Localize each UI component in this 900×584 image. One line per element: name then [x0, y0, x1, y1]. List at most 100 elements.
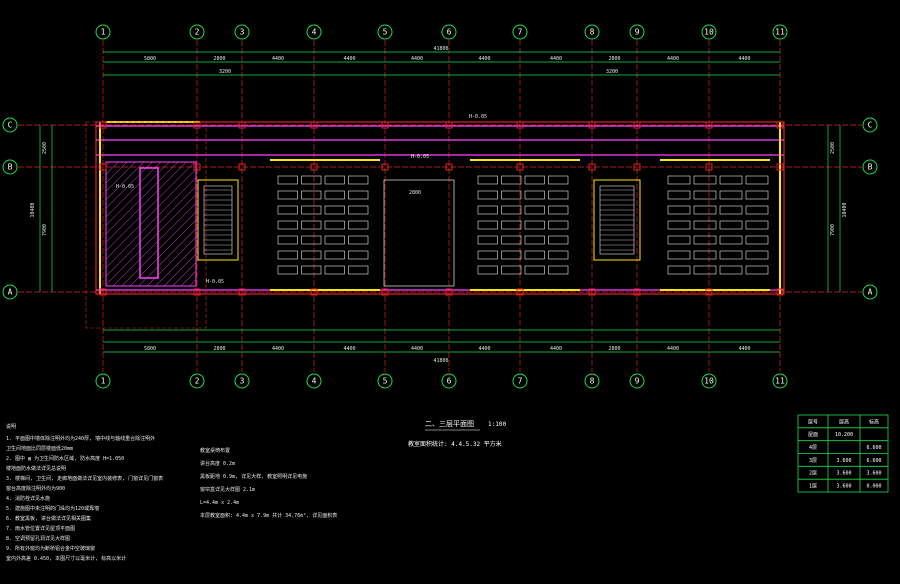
desk [719, 220, 743, 230]
column [588, 163, 596, 171]
top-span-dim: 4400 [411, 56, 423, 62]
column [381, 121, 389, 129]
notes-block: 说明 [6, 423, 16, 430]
desk [693, 265, 717, 275]
axis-bubble-label: 10 [704, 377, 714, 386]
axis-bubble-label: 3 [240, 377, 245, 386]
desk [501, 175, 522, 185]
top-span-dim: 4400 [667, 56, 679, 62]
desk [477, 175, 498, 185]
column [588, 288, 596, 296]
desk [301, 220, 322, 230]
column [193, 163, 201, 171]
desk [324, 220, 345, 230]
note-line: 9. 所有外窗均为断桥铝合金中空玻璃窗 [6, 545, 95, 552]
structural-columns [99, 121, 784, 296]
right-part-dim-2: 7900 [830, 224, 836, 236]
top-span-dim: 2800 [608, 56, 620, 62]
desk [745, 235, 769, 245]
desk [745, 175, 769, 185]
axis-bubble-circle [629, 373, 645, 389]
axis-bubble-circle [441, 373, 457, 389]
desk [524, 265, 545, 275]
top-span-dim: 2800 [213, 56, 225, 62]
column [445, 288, 453, 296]
column [99, 163, 107, 171]
desk [301, 265, 322, 275]
toilet-area [85, 121, 207, 329]
bottom-span-dim: 4400 [550, 346, 562, 352]
desk [719, 190, 743, 200]
axis-bubble-circle [701, 373, 717, 389]
note-line: 室内外高差 0.450, 本图尺寸以毫米计, 标高以米计 [6, 555, 126, 562]
desk [524, 175, 545, 185]
axis-bubble-label: 2 [195, 28, 200, 37]
desk [719, 265, 743, 275]
elevation-label-3: H-0.05 [411, 154, 429, 160]
desk [548, 235, 569, 245]
stair-elevation-label: H-0.05 [206, 279, 224, 285]
desk [745, 190, 769, 200]
desk [501, 235, 522, 245]
desk [548, 175, 569, 185]
mid-note-line: 黑板距地 0.9m, 详见大样, 教室照明详见电施 [200, 473, 307, 480]
column [310, 121, 318, 129]
column [310, 163, 318, 171]
bottom-span-dim: 2800 [213, 346, 225, 352]
axis-bubble-circle [441, 24, 457, 40]
axis-bubble-circle [772, 24, 788, 40]
plan-scale: 1:100 [488, 421, 506, 428]
desk [667, 175, 691, 185]
desk [667, 235, 691, 245]
mid-note-line: L=4.4m x 2.4m [200, 500, 239, 506]
column [776, 163, 784, 171]
desk [693, 175, 717, 185]
plan-subtitle: 教室面积统计: 4.4.5.32 平方米 [408, 440, 502, 448]
desk [348, 175, 369, 185]
table-cell: 2层 [809, 471, 817, 477]
axis-bubble-circle [189, 373, 205, 389]
desk [477, 235, 498, 245]
column [310, 288, 318, 296]
mid-note-line: 窗帘盒详见大样图 2.1m [200, 486, 255, 493]
desk [277, 205, 298, 215]
desk [277, 175, 298, 185]
column [516, 163, 524, 171]
column [633, 121, 641, 129]
top-span-dim: 4400 [272, 56, 284, 62]
desk [693, 205, 717, 215]
desk [745, 265, 769, 275]
desk [524, 190, 545, 200]
mid-note-line: 讲台高度 0.2m [200, 460, 235, 467]
desk [524, 220, 545, 230]
column [776, 288, 784, 296]
desk [745, 250, 769, 260]
desk [477, 190, 498, 200]
mid-note-line: 本层教室面积: 4.4m x 7.9m 共计 34.76m², 详见面积表 [200, 512, 337, 519]
row-bubble-circle [2, 117, 18, 133]
table-cell: 3.600 [836, 471, 851, 477]
desk [501, 250, 522, 260]
plan-title: 二、三层平面图 [425, 420, 474, 428]
desk [548, 250, 569, 260]
bottom-span-dim: 5800 [144, 346, 156, 352]
column [705, 121, 713, 129]
bottom-span-dim: 4400 [667, 346, 679, 352]
desk [277, 265, 298, 275]
desk [667, 250, 691, 260]
desk [324, 265, 345, 275]
desk [745, 220, 769, 230]
column [516, 288, 524, 296]
desk [693, 190, 717, 200]
row-bubble-circle [2, 159, 18, 175]
desk [277, 190, 298, 200]
row-bubble-circle [862, 159, 878, 175]
table-cell: 6.600 [866, 458, 881, 464]
desk [524, 235, 545, 245]
note-line: 4. 消防栓详见水施 [6, 495, 50, 502]
row-bubble-label: B [8, 163, 13, 172]
axis-bubble-circle [234, 24, 250, 40]
